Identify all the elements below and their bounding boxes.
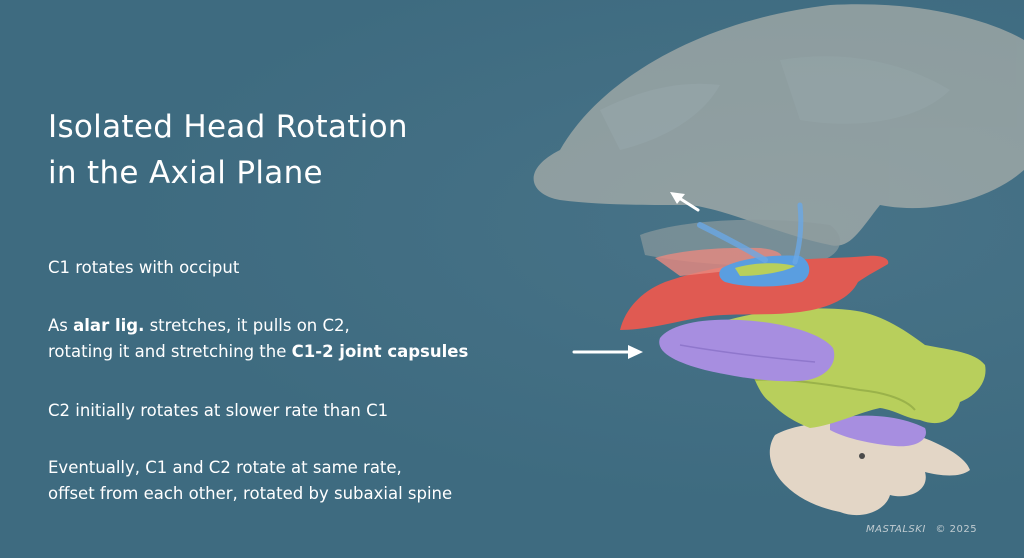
paragraph-line: C2 initially rotates at slower rate than… [48, 401, 389, 420]
paragraph-line: C1 rotates with occiput [48, 258, 240, 277]
pointer-arrow-icon [572, 345, 643, 359]
subaxial-vertebra [769, 422, 970, 516]
joint-capsules-term: C1-2 joint capsules [291, 342, 469, 361]
alar-ligament-term: alar lig. [73, 316, 145, 335]
paragraph-same-rate: Eventually, C1 and C2 rotate at same rat… [48, 455, 608, 507]
copyright-year: © 2025 [935, 524, 978, 535]
copyright-credit: MASTALSKI © 2025 [866, 524, 977, 535]
c1-atlas-vertebra [620, 247, 889, 330]
title-line-1: Isolated Head Rotation [48, 109, 408, 145]
title-line-2: in the Axial Plane [48, 155, 323, 191]
paragraph-line: Eventually, C1 and C2 rotate at same rat… [48, 458, 402, 477]
joint-capsule-c1-2 [659, 319, 835, 382]
alar-ligament [697, 202, 810, 287]
artist-signature: MASTALSKI [866, 524, 926, 535]
joint-capsule-lower [830, 415, 926, 447]
paragraph-line: offset from each other, rotated by subax… [48, 484, 453, 503]
foramen-dot [859, 453, 865, 459]
paragraph-c1-rotates: C1 rotates with occiput [48, 255, 608, 281]
paragraph-line: rotating it and stretching the C1-2 join… [48, 339, 608, 365]
skull-occiput [533, 4, 1024, 266]
text-segment: rotating it and stretching the [48, 342, 292, 361]
rotation-arrow-icon [670, 192, 700, 212]
slide-title: Isolated Head Rotation in the Axial Plan… [48, 104, 518, 196]
text-segment: stretches, it pulls on C2, [144, 316, 350, 335]
text-segment: As [48, 316, 74, 335]
paragraph-line: As alar lig. stretches, it pulls on C2, [48, 313, 608, 339]
paragraph-alar-ligament: As alar lig. stretches, it pulls on C2, … [48, 313, 608, 365]
paragraph-c2-slower: C2 initially rotates at slower rate than… [48, 398, 608, 424]
